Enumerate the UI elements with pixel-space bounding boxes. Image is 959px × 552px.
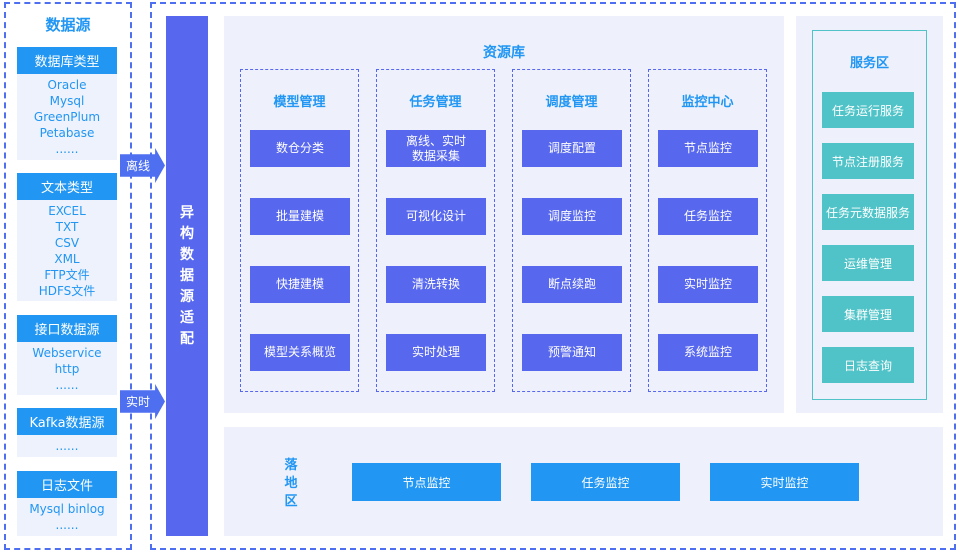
landing-title-char: 地 — [284, 476, 298, 491]
service-box: 任务元数据服务 — [822, 194, 914, 230]
module-box: 节点监控 — [658, 130, 758, 167]
repository-title: 资源库 — [483, 45, 525, 61]
source-item: Mysql binlog — [29, 502, 105, 516]
repository-column — [376, 69, 495, 392]
source-group-header: 文本类型 — [17, 173, 117, 200]
source-item: Mysql — [49, 94, 85, 108]
landing-title: 落 地 区 — [278, 457, 304, 511]
landing-box: 实时监控 — [710, 463, 859, 501]
source-item: ...... — [55, 377, 79, 392]
module-box: 实时监控 — [658, 266, 758, 303]
service-box: 集群管理 — [822, 296, 914, 332]
service-box: 任务运行服务 — [822, 92, 914, 128]
adapter-char: 源 — [180, 288, 194, 305]
source-item: ...... — [55, 439, 79, 453]
source-group-header: Kafka数据源 — [17, 408, 117, 435]
source-group-body: ...... — [17, 435, 117, 457]
repository-column — [240, 69, 359, 392]
source-item: XML — [54, 251, 80, 266]
source-item: EXCEL — [48, 203, 86, 218]
landing-title-char: 落 — [284, 458, 298, 473]
source-item: FTP文件 — [44, 267, 90, 282]
source-group-body: Mysql binlog ...... — [17, 498, 117, 536]
module-box: 离线、实时 数据采集 — [386, 130, 486, 167]
module-box: 快捷建模 — [250, 266, 350, 303]
source-item: Petabase — [39, 126, 95, 140]
module-box: 预警通知 — [522, 334, 622, 371]
module-box: 可视化设计 — [386, 198, 486, 235]
source-group-header: 数据库类型 — [17, 47, 117, 74]
adapter-char: 异 — [180, 204, 194, 221]
module-box: 断点续跑 — [522, 266, 622, 303]
source-item: GreenPlum — [33, 110, 101, 124]
module-box: 任务监控 — [658, 198, 758, 235]
source-item: ...... — [55, 518, 79, 532]
datasource-frame — [4, 2, 132, 550]
module-box: 模型关系概览 — [250, 334, 350, 371]
module-box: 实时处理 — [386, 334, 486, 371]
source-item: Webservice — [32, 345, 102, 360]
service-box: 日志查询 — [822, 347, 914, 383]
column-title: 监控中心 — [681, 95, 734, 110]
source-group-body: Webservice http ...... — [17, 342, 117, 395]
source-item: Oracle — [47, 78, 87, 92]
service-box: 节点注册服务 — [822, 143, 914, 179]
repository-column — [648, 69, 767, 392]
platform-frame — [150, 2, 956, 550]
column-title: 任务管理 — [409, 95, 462, 110]
module-box: 批量建模 — [250, 198, 350, 235]
source-item: http — [54, 361, 80, 376]
module-box: 清洗转换 — [386, 266, 486, 303]
service-title: 服务区 — [849, 56, 889, 71]
source-item: CSV — [54, 235, 80, 250]
module-box: 调度配置 — [522, 130, 622, 167]
adapter-char: 适 — [180, 309, 194, 326]
source-group-body: EXCEL TXT CSV XML FTP文件 HDFS文件 — [17, 200, 117, 301]
service-box: 运维管理 — [822, 245, 914, 281]
source-group-header: 日志文件 — [17, 471, 117, 498]
module-box: 系统监控 — [658, 334, 758, 371]
adapter-char: 据 — [180, 267, 194, 284]
heterogeneous-adapter-bar: 异 构 数 据 源 适 配 — [166, 16, 208, 536]
source-group-body: Oracle Mysql GreenPlum Petabase ...... — [17, 74, 117, 160]
column-title: 模型管理 — [273, 95, 326, 110]
source-item: ...... — [55, 142, 79, 156]
landing-title-char: 区 — [284, 494, 298, 509]
module-box: 调度监控 — [522, 198, 622, 235]
service-frame — [812, 30, 927, 400]
datasource-title: 数据源 — [45, 16, 91, 34]
adapter-char: 构 — [180, 225, 194, 242]
column-title: 调度管理 — [545, 95, 598, 110]
source-item: TXT — [55, 219, 79, 234]
source-group-header: 接口数据源 — [17, 315, 117, 342]
landing-box: 节点监控 — [352, 463, 501, 501]
source-item: HDFS文件 — [38, 283, 96, 298]
module-box: 数仓分类 — [250, 130, 350, 167]
adapter-char: 数 — [180, 246, 194, 263]
repository-column — [512, 69, 631, 392]
adapter-char: 配 — [180, 330, 194, 347]
landing-box: 任务监控 — [531, 463, 680, 501]
